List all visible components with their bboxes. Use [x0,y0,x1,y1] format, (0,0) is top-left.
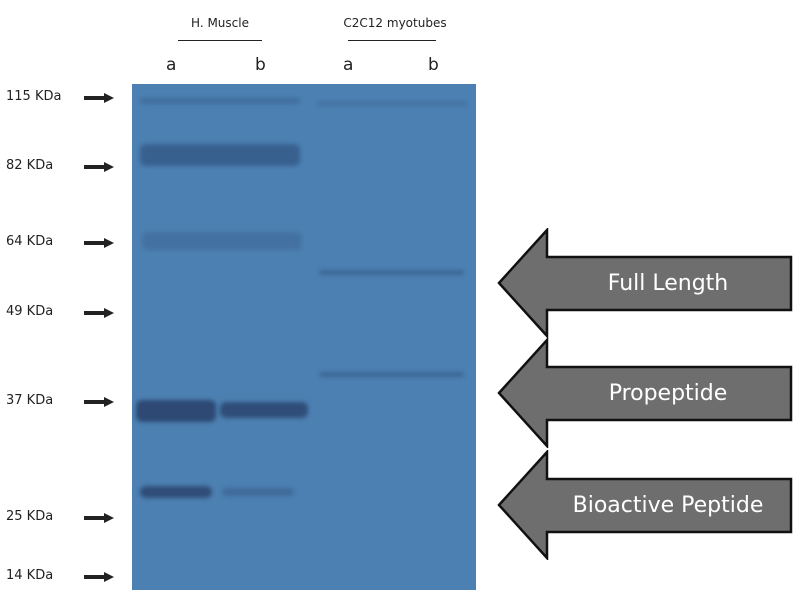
group-underline [348,40,436,41]
band [140,486,212,498]
marker-arrow-icon [84,93,114,103]
marker-label: 82 KDa [6,158,54,173]
band-propeptide [319,372,464,377]
band [136,400,216,422]
marker-label: 37 KDa [6,393,54,408]
band-full-length [319,270,464,275]
lane-label: b [428,55,439,75]
marker-label: 49 KDa [6,304,54,319]
band [140,144,300,166]
annotation-label: Full Length [607,270,729,296]
lane-label: a [166,55,177,75]
band [220,402,308,418]
annotation-arrow: Propeptide [497,336,797,450]
left-arrow-icon [497,226,793,340]
band [317,101,467,106]
group-label-c2c12: C2C12 myotubes [343,16,447,30]
marker-arrow-icon [84,162,114,172]
marker-arrow-icon [84,572,114,582]
western-blot-membrane [132,84,476,590]
marker-arrow-icon [84,513,114,523]
marker-arrow-icon [84,308,114,318]
marker-label: 64 KDa [6,234,54,249]
marker-label: 14 KDa [6,568,54,583]
band [142,232,302,250]
annotation-label: Bioactive Peptide [572,492,764,518]
group-underline [178,40,262,41]
marker-arrow-icon [84,238,114,248]
marker-label: 115 KDa [6,89,62,104]
left-arrow-icon [497,336,793,450]
band [140,98,300,104]
lane-label: a [343,55,354,75]
annotation-arrow: Full Length [497,226,797,340]
group-label-h-muscle: H. Muscle [191,16,249,30]
annotation-label: Propeptide [608,380,728,406]
band [222,488,294,496]
marker-arrow-icon [84,397,114,407]
annotation-arrow: Bioactive Peptide [497,448,797,562]
marker-label: 25 KDa [6,509,54,524]
lane-label: b [255,55,266,75]
left-arrow-icon [497,448,793,562]
